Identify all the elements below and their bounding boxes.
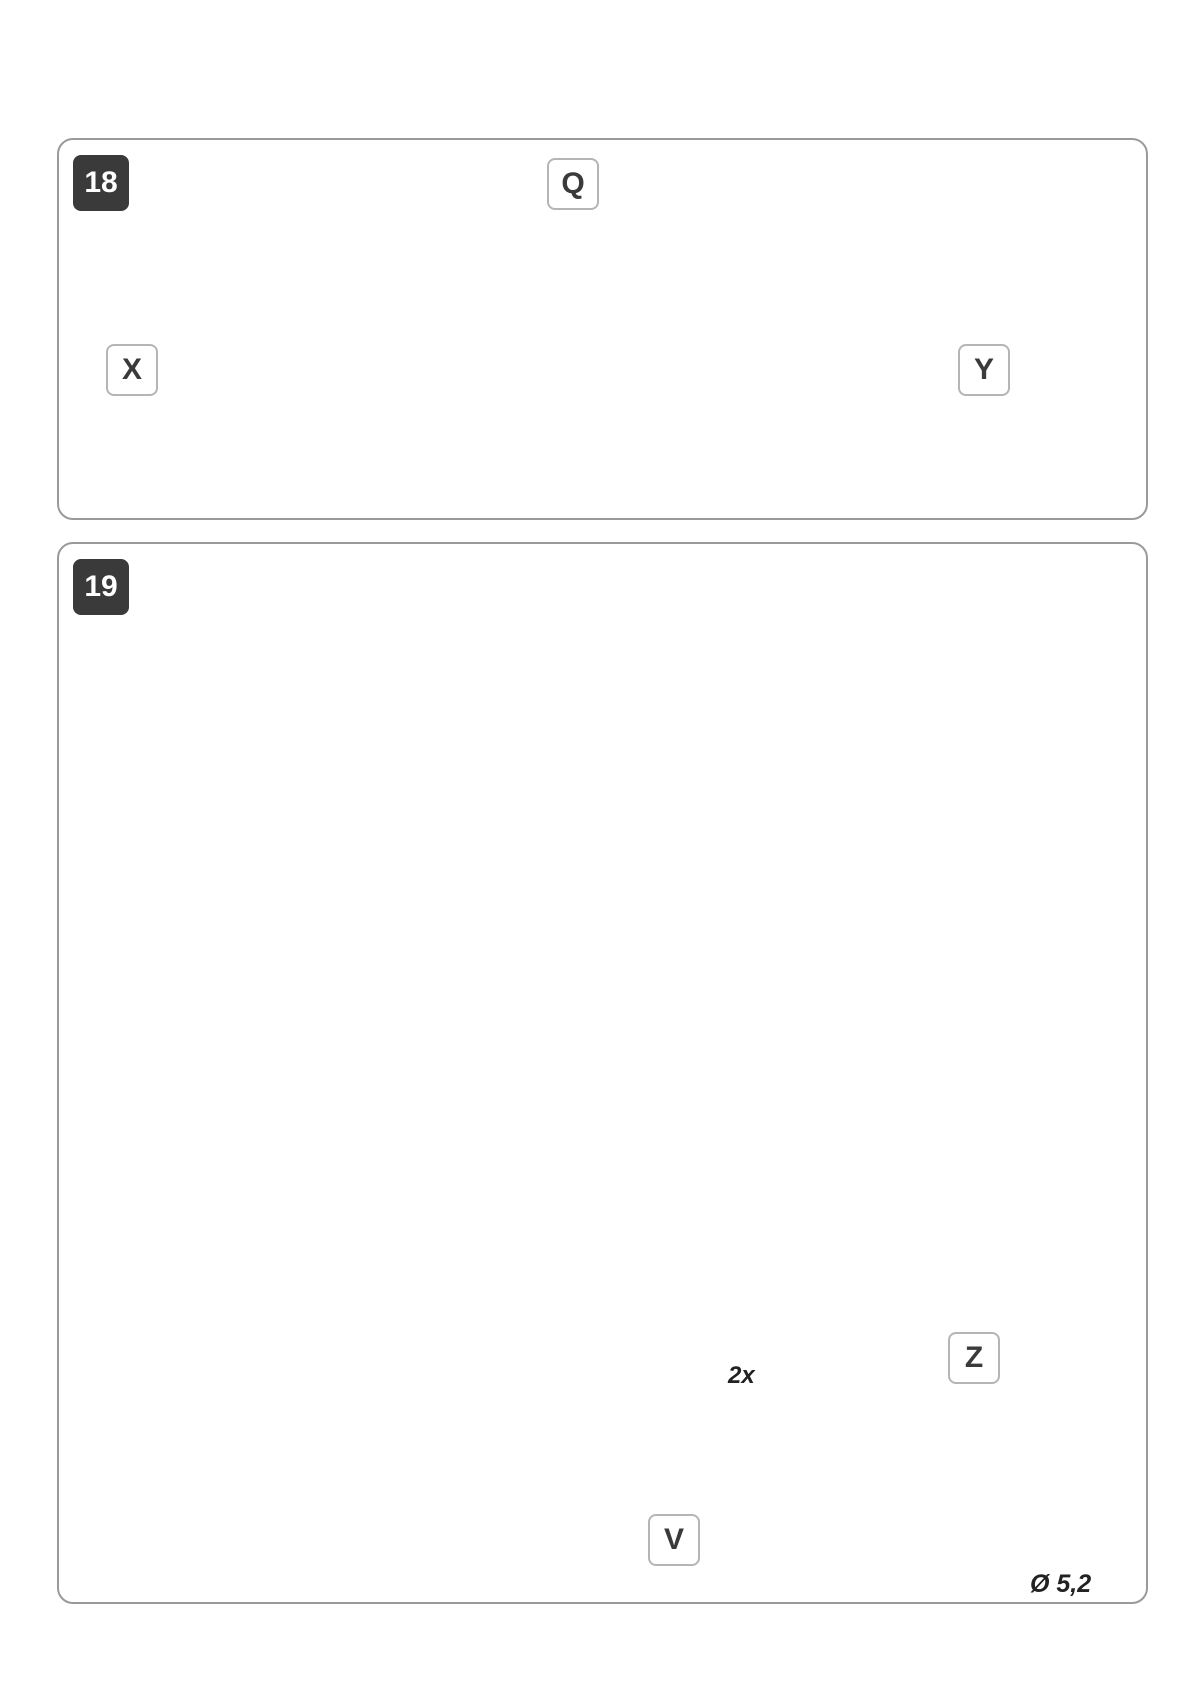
callout-q: Q bbox=[547, 158, 599, 210]
callout-v: V bbox=[648, 1514, 700, 1566]
quantity-note: 2x bbox=[728, 1362, 755, 1389]
callout-y: Y bbox=[958, 344, 1010, 396]
step-18-panel bbox=[57, 138, 1148, 520]
step-19-panel bbox=[57, 542, 1148, 1604]
drill-diameter-note: Ø 5,2 bbox=[1030, 1570, 1092, 1598]
step-number-18: 18 bbox=[73, 155, 129, 211]
step-number-19: 19 bbox=[73, 559, 129, 615]
callout-z: Z bbox=[948, 1332, 1000, 1384]
callout-x: X bbox=[106, 344, 158, 396]
